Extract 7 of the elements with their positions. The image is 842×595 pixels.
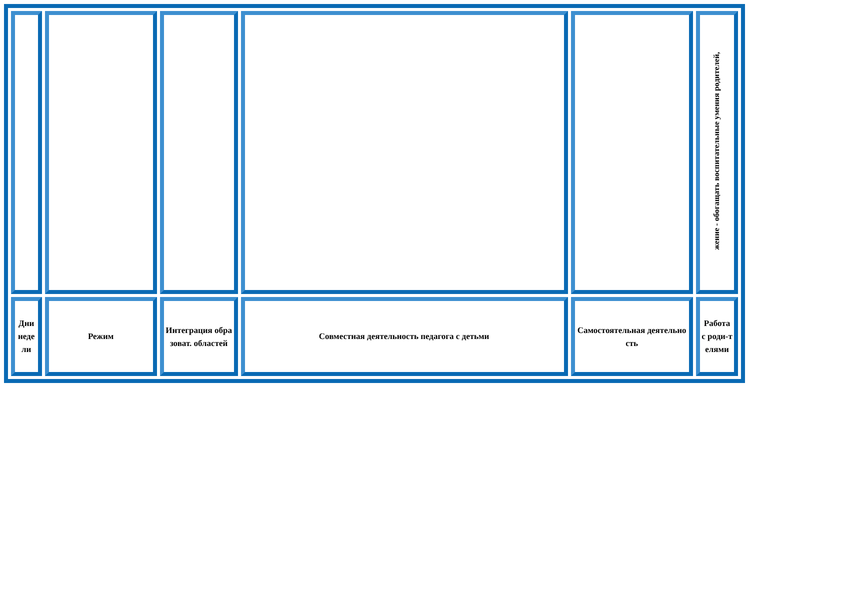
header-text: Интеграция образоват. областей (166, 324, 232, 348)
header-text: Дни недели (18, 318, 35, 354)
note-text: жение - обогащать воспитательные умения родителей, (711, 52, 722, 250)
header-text: Работа с роди-телями (702, 318, 732, 354)
header-text: Самостоятельная деятельность (577, 324, 686, 348)
header-text: Совместная деятельность педагога с детьми (318, 331, 490, 342)
header-text: Режим (88, 331, 114, 342)
